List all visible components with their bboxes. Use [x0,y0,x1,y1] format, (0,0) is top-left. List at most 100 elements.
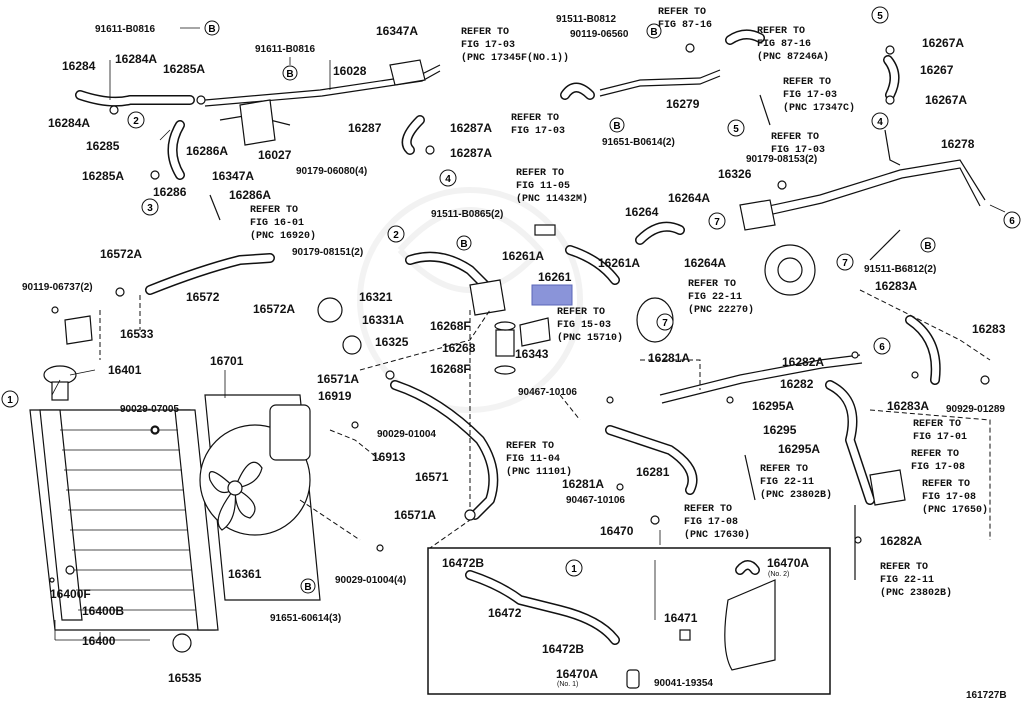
part-callout[interactable]: 16400B [82,604,124,618]
part-callout[interactable]: 91651-60614(3) [270,613,341,624]
part-callout[interactable]: 16472 [488,606,522,620]
part-callout[interactable]: 90029-01004 [377,429,436,440]
bolt-marker[interactable]: B [282,65,298,81]
part-callout[interactable]: 16472B [442,556,484,570]
circle-marker[interactable]: 1 [565,559,583,577]
part-callout[interactable]: 16284A [115,52,157,66]
part-callout[interactable]: 16472B [542,642,584,656]
part-callout[interactable]: 16470A [556,667,598,681]
bolt-marker[interactable]: B [609,117,625,133]
circle-marker[interactable]: 5 [727,119,745,137]
part-callout[interactable]: 16535 [168,671,202,685]
part-callout[interactable]: 16264A [684,256,726,270]
part-callout[interactable]: 16284 [62,59,96,73]
part-callout[interactable]: 16261A [502,249,544,263]
part-callout[interactable]: 16268F [430,362,471,376]
part-callout[interactable]: 16264A [668,191,710,205]
part-callout[interactable]: 16267A [922,36,964,50]
part-callout[interactable]: 16283A [875,279,917,293]
part-callout[interactable]: 16401 [108,363,142,377]
part-callout[interactable]: 90179-08153(2) [746,154,817,165]
highlight-marker[interactable] [531,284,573,306]
bolt-marker[interactable]: B [456,235,472,251]
part-callout[interactable]: 16282A [782,355,824,369]
part-callout[interactable]: 16572A [253,302,295,316]
circle-marker[interactable]: 4 [871,112,889,130]
part-callout[interactable]: 90041-19354 [654,678,713,689]
part-callout[interactable]: 16284A [48,116,90,130]
part-callout[interactable]: 16919 [318,389,352,403]
circle-marker[interactable]: 1 [1,390,19,408]
part-callout[interactable]: 16287 [348,121,382,135]
part-callout[interactable]: 90467-10106 [518,387,577,398]
part-callout[interactable]: 16572 [186,290,220,304]
part-callout[interactable]: 16471 [664,611,698,625]
part-callout[interactable]: 16400F [50,587,91,601]
part-callout[interactable]: 16286A [229,188,271,202]
part-callout[interactable]: 16267A [925,93,967,107]
part-callout[interactable]: 16287A [450,146,492,160]
bolt-marker[interactable]: B [646,23,662,39]
part-callout[interactable]: 90119-06737(2) [22,282,93,293]
part-callout[interactable]: 90029-07005 [120,404,179,415]
part-callout[interactable]: 90179-08151(2) [292,247,363,258]
part-callout[interactable]: 16347A [212,169,254,183]
part-callout[interactable]: 90929-01289 [946,404,1005,415]
part-callout[interactable]: 16286A [186,144,228,158]
part-callout[interactable]: 16347A [376,24,418,38]
part-callout[interactable]: 16028 [333,64,367,78]
part-callout[interactable]: 16571A [317,372,359,386]
part-callout[interactable]: 91611-B0816 [95,24,155,35]
part-callout[interactable]: 90119-06560 [570,29,629,40]
part-callout[interactable]: 91611-B0816 [255,44,315,55]
part-callout[interactable]: 16268 [442,341,476,355]
part-callout[interactable]: 16278 [941,137,975,151]
part-callout[interactable]: 16286 [153,185,187,199]
part-callout[interactable]: 16331A [362,313,404,327]
part-callout[interactable]: 16326 [718,167,752,181]
part-callout[interactable]: 16287A [450,121,492,135]
part-callout[interactable]: 16268F [430,319,471,333]
part-callout[interactable]: 16267 [920,63,954,77]
bolt-marker[interactable]: B [920,237,936,253]
circle-marker[interactable]: 6 [1003,211,1021,229]
part-callout[interactable]: 16285A [82,169,124,183]
part-callout[interactable]: 16281 [636,465,670,479]
part-callout[interactable]: 16285A [163,62,205,76]
part-callout[interactable]: 16470 [600,524,634,538]
part-callout[interactable]: 16279 [666,97,700,111]
circle-marker[interactable]: 7 [708,212,726,230]
bolt-marker[interactable]: B [300,578,316,594]
circle-marker[interactable]: 7 [656,313,674,331]
part-callout[interactable]: 90179-06080(4) [296,166,367,177]
circle-marker[interactable]: 7 [836,253,854,271]
part-callout[interactable]: 90467-10106 [566,495,625,506]
circle-marker[interactable]: 3 [141,198,159,216]
circle-marker[interactable]: 3 [0,0,6,3]
circle-marker[interactable]: 2 [127,111,145,129]
part-callout[interactable]: 16400 [82,634,116,648]
part-callout[interactable]: 16261A [598,256,640,270]
part-callout[interactable]: 16282A [880,534,922,548]
part-callout[interactable]: 16283 [972,322,1006,336]
part-callout[interactable]: 16027 [258,148,292,162]
circle-marker[interactable]: 5 [871,6,889,24]
part-callout[interactable]: 16361 [228,567,262,581]
part-callout[interactable]: 16571 [415,470,449,484]
part-callout[interactable]: 91651-B0614(2) [602,137,675,148]
part-callout[interactable]: 16325 [375,335,409,349]
part-callout[interactable]: 91511-B0865(2) [431,209,503,220]
part-callout[interactable]: 16295 [763,423,797,437]
